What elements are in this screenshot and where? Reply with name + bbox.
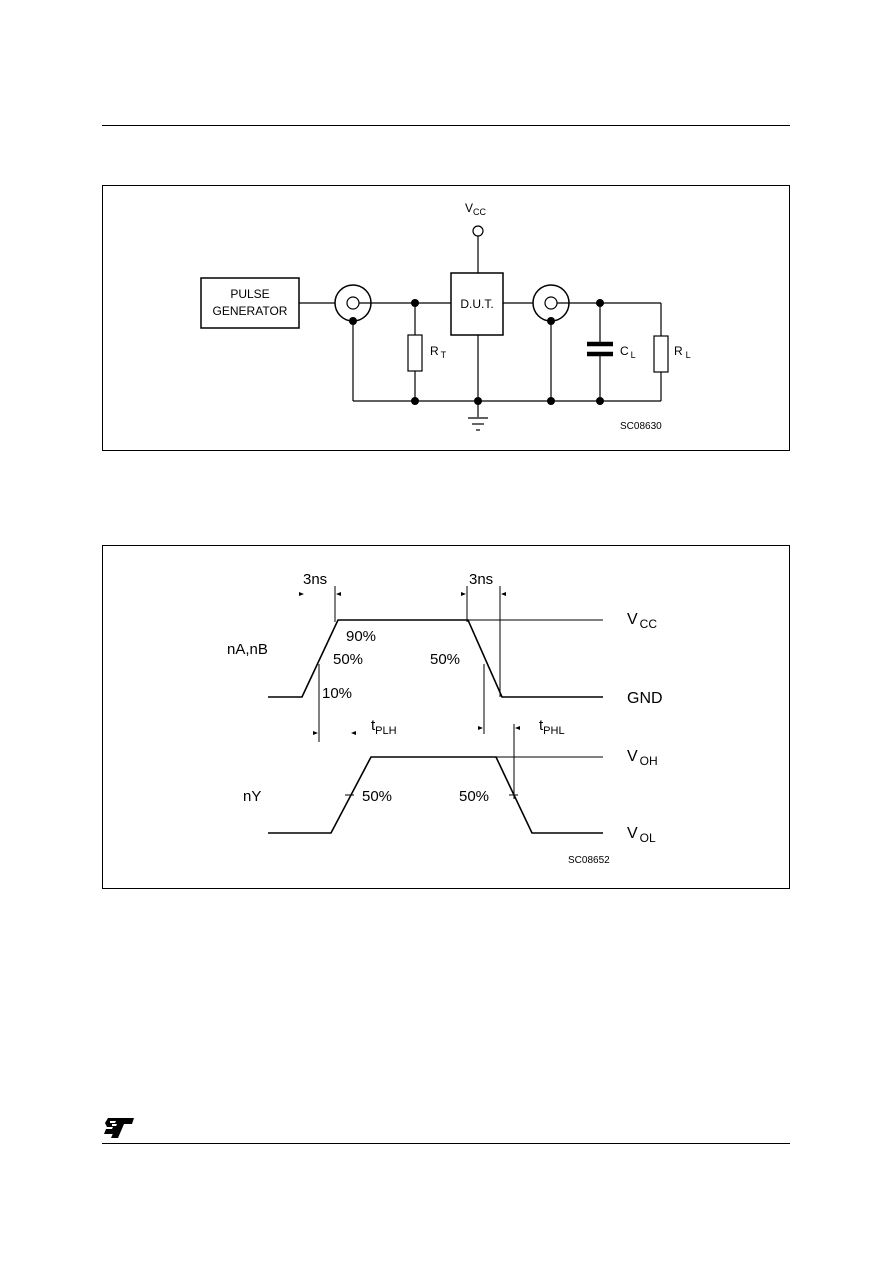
out-pct-50-fall-label: 50% <box>459 788 489 805</box>
arrow-tphl-left <box>478 726 483 730</box>
pct-50-fall-label: 50% <box>430 651 460 668</box>
arrow-3ns-fall-left <box>461 592 466 596</box>
pulse-generator-label-line2: GENERATOR <box>213 304 288 318</box>
pulse-generator-box <box>200 277 300 329</box>
junction-dot <box>411 299 419 307</box>
output-signal-label: nY <box>243 788 261 805</box>
waveform-code: SC08652 <box>568 855 610 866</box>
arrow-3ns-rise-right <box>336 592 341 596</box>
out-pct-50-rise-label: 50% <box>362 788 392 805</box>
input-coax-inner <box>346 296 360 310</box>
junction-dot <box>349 317 357 325</box>
footer-rule <box>102 1143 790 1144</box>
arrow-tplh-left <box>313 731 318 735</box>
st-logo <box>102 1116 136 1140</box>
arrow-tplh-right <box>351 731 356 735</box>
pct-50-rise-label: 50% <box>333 651 363 668</box>
dut-box <box>450 272 504 336</box>
pct-90-label: 90% <box>346 628 376 645</box>
rl-resistor <box>653 335 669 373</box>
junction-dot <box>596 299 604 307</box>
fall-time-label: 3ns <box>469 571 493 588</box>
vcc-terminal <box>472 225 484 237</box>
pulse-generator-label-line1: PULSE <box>230 287 269 301</box>
gnd-level-label: GND <box>627 690 663 707</box>
st-logo-mark <box>104 1118 134 1138</box>
tphl-label: tPHL <box>539 717 565 737</box>
arrow-3ns-fall-right <box>501 592 506 596</box>
output-coax-inner <box>544 296 558 310</box>
header-rule <box>102 125 790 126</box>
tplh-label: tPLH <box>371 717 397 737</box>
junction-dot <box>474 397 482 405</box>
junction-dot <box>547 397 555 405</box>
pct-10-label: 10% <box>322 685 352 702</box>
input-signal-label: nA,nB <box>227 641 268 658</box>
input-waveform <box>268 619 603 698</box>
rise-time-label: 3ns <box>303 571 327 588</box>
output-waveform <box>268 756 603 834</box>
rt-resistor <box>407 334 423 372</box>
waveform-frame: 3ns 3ns nA,nB 90% 50% 10% 50% tPLH tPHL … <box>102 545 790 889</box>
junction-dot <box>411 397 419 405</box>
junction-dot <box>547 317 555 325</box>
circuit-code: SC08630 <box>620 421 662 432</box>
junction-dot <box>596 397 604 405</box>
dut-label: D.U.T. <box>460 297 493 311</box>
vcc-label: VCC <box>465 201 487 217</box>
arrow-3ns-rise-left <box>299 592 304 596</box>
waveform-diagram: 3ns 3ns nA,nB 90% 50% 10% 50% tPLH tPHL … <box>227 571 663 866</box>
arrow-tphl-right <box>515 726 520 730</box>
